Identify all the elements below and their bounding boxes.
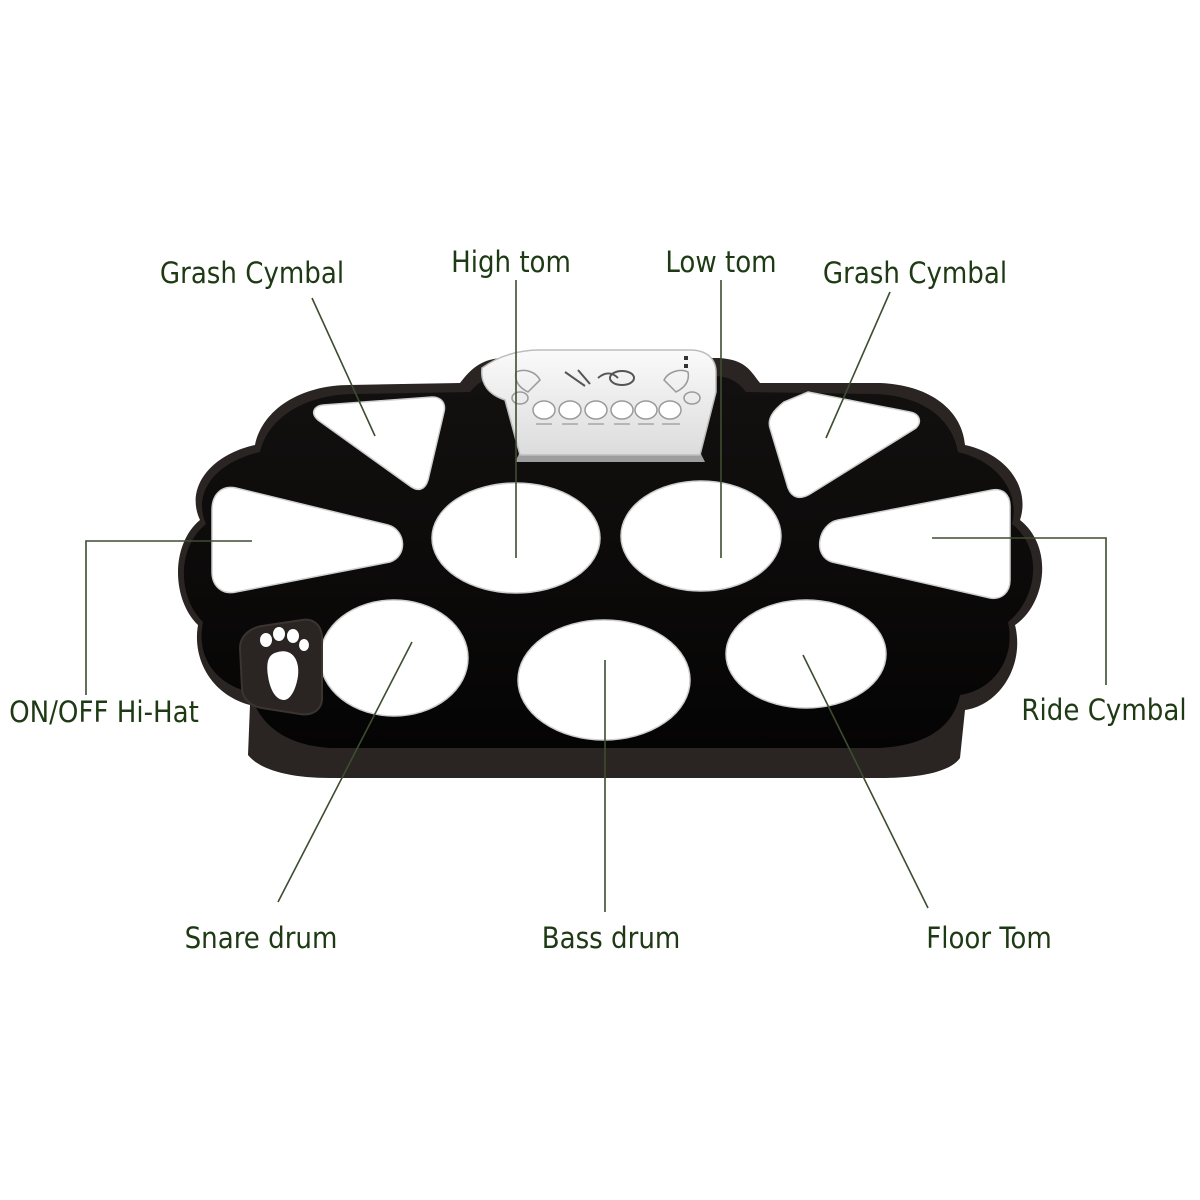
label-high-tom: High tom xyxy=(451,245,571,279)
control-button[interactable] xyxy=(558,400,582,420)
control-button[interactable] xyxy=(584,400,608,420)
crash-cymbal-right-pad[interactable] xyxy=(768,391,921,499)
control-panel xyxy=(481,349,717,462)
leader-snare xyxy=(277,641,413,903)
control-button[interactable] xyxy=(532,400,556,420)
drum-kit-logo-icon xyxy=(564,369,635,387)
status-lights xyxy=(684,356,688,368)
leader-lines xyxy=(85,280,1107,912)
leader-crash-right xyxy=(825,291,891,439)
leader-hihat xyxy=(85,540,252,695)
label-low-tom: Low tom xyxy=(665,245,776,279)
label-bass-drum: Bass drum xyxy=(542,921,681,955)
leader-floor-tom xyxy=(802,654,929,909)
snare-drum-pad[interactable] xyxy=(319,599,469,717)
label-crash-cymbal-left: Grash Cymbal xyxy=(160,256,344,290)
control-buttons[interactable] xyxy=(532,400,682,420)
leader-ride xyxy=(932,537,1107,685)
label-hihat: ON/OFF Hi-Hat xyxy=(9,695,199,729)
leader-crash-left xyxy=(311,297,376,437)
label-floor-tom: Floor Tom xyxy=(926,921,1052,955)
crash-cymbal-left-pad[interactable] xyxy=(312,396,446,491)
ride-cymbal-pad[interactable] xyxy=(818,488,1011,600)
paw-print-icon[interactable] xyxy=(238,618,323,716)
floor-tom-pad[interactable] xyxy=(725,599,887,709)
control-button[interactable] xyxy=(610,400,634,420)
control-button[interactable] xyxy=(658,400,682,420)
label-ride-cymbal: Ride Cymbal xyxy=(1021,693,1186,727)
control-button[interactable] xyxy=(634,400,658,420)
label-snare-drum: Snare drum xyxy=(185,921,338,955)
label-crash-cymbal-right: Grash Cymbal xyxy=(823,256,1007,290)
low-tom-pad[interactable] xyxy=(620,480,782,592)
bass-drum-pad[interactable] xyxy=(517,619,691,741)
hihat-pad[interactable] xyxy=(211,486,404,594)
